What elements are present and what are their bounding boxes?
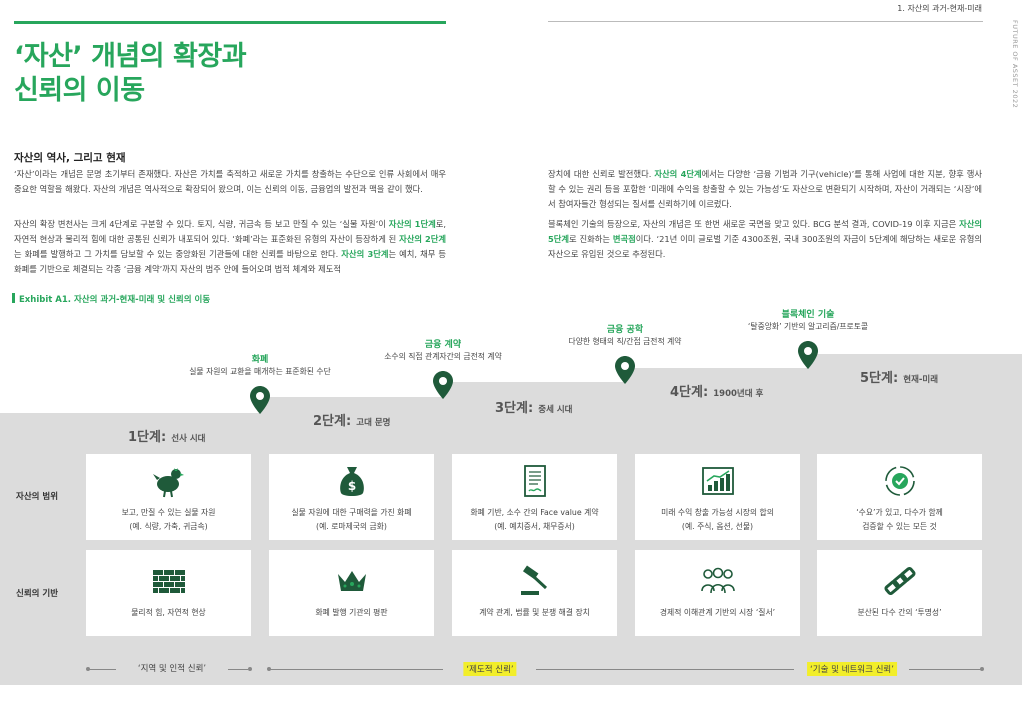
timeline-dot [248,667,252,671]
asset-card-3-line2: (예. 예치증서, 채무증서) [494,522,575,531]
top-rule-right [548,21,983,22]
row-label-trust: 신뢰의 기반 [16,589,59,599]
location-pin-icon [798,341,818,369]
stage-name-2: 금융 계약 [424,340,462,350]
asset-card-1-line2: (예. 식량, 가축, 귀금속) [129,522,208,531]
crown-icon [337,571,366,591]
asset-card-5-line1: ‘수요’가 있고, 다수가 함께 [856,508,943,517]
asset-card-4: 미래 수익 창출 가능성 시장의 합의 (예. 주식, 옵션, 선물) [635,454,800,540]
timeline-line [269,669,443,670]
trust-card-2: 화폐 발행 기관의 평판 [269,550,434,636]
stage-desc-1: 실물 자원의 교환을 매개하는 표준화된 수단 [189,367,331,376]
trust-card-3-text: 계약 관계, 법률 및 분쟁 해결 장치 [479,608,590,617]
page-section-label: 1. 자산의 과거-현재-미래 [897,4,982,13]
location-pin-icon [250,386,270,414]
asset-card-4-line1: 미래 수익 창출 가능성 시장의 합의 [661,508,774,517]
asset-card-2-line2: (예. 로마제국의 금화) [316,522,387,531]
trust-card-5-text: 분산된 다수 간의 ‘투명성’ [857,608,942,617]
trust-card-2-text: 화폐 발행 기관의 평판 [315,608,388,617]
exhibit-title: Exhibit A1. 자산의 과거-현재-미래 및 신뢰의 이동 [12,293,210,305]
timeline-dot [980,667,984,671]
location-pin-icon [433,371,453,399]
trust-card-1-text: 물리적 힘, 자연적 현상 [131,608,206,617]
timeline-line [228,669,248,670]
era-label-1: 1단계: 선사 시대 [128,430,206,445]
asset-card-1-line1: 보고, 만질 수 있는 실물 자원 [121,508,216,517]
trust-card-4: 경제적 이해관계 기반의 시장 ‘질서’ [635,550,800,636]
timeline-line [909,669,981,670]
people-group-icon [700,567,735,594]
svg-text:$: $ [347,479,355,493]
chain-link-icon [883,566,916,596]
trust-label-local: ‘지역 및 인적 신뢰’ [137,664,207,674]
section-heading: 자산의 역사, 그리고 현재 [14,152,126,164]
era-label-5: 5단계: 현재-미래 [860,371,939,386]
chicken-icon [152,468,184,498]
gavel-icon [520,565,547,595]
cycle-check-icon [884,466,915,496]
page-title: ‘자산’ 개념의 확장과 신뢰의 이동 [14,40,247,108]
trust-label-technology: ‘기술 및 네트워크 신뢰’ [807,662,897,676]
right-paragraph-1: 장치에 대한 신뢰로 발전했다. 자산의 4단계에서는 다양한 ‘금융 기법과 … [548,169,983,209]
asset-card-5-line2: 검증할 수 있는 모든 것 [862,522,937,531]
stage-name-1: 화폐 [251,355,269,365]
asset-card-3-line1: 화폐 기반, 소수 간의 Face value 계약 [470,508,599,517]
growth-chart-icon [701,467,734,495]
timeline-line [88,669,116,670]
trust-card-4-text: 경제적 이해관계 기반의 시장 ‘질서’ [659,608,776,617]
contract-document-icon [523,465,546,497]
timeline-line [536,669,794,670]
brick-wall-icon [152,570,185,593]
asset-card-1: 보고, 만질 수 있는 실물 자원 (예. 식량, 가축, 귀금속) [86,454,251,540]
trust-card-3: 계약 관계, 법률 및 분쟁 해결 장치 [452,550,617,636]
top-rule-left [14,21,446,24]
stage-name-3: 금융 공학 [606,325,644,335]
stage-name-4: 블록체인 기술 [781,310,835,320]
money-bag-icon: $ [339,467,364,496]
era-label-3: 3단계: 중세 시대 [495,401,573,416]
stage-desc-3: 다양한 형태의 직/간접 금전적 계약 [568,337,682,346]
trust-label-institutional: ‘제도적 신뢰’ [463,662,517,676]
location-pin-icon [615,356,635,384]
trust-card-5: 분산된 다수 간의 ‘투명성’ [817,550,982,636]
title-line-1: ‘자산’ 개념의 확장과 [14,41,247,72]
asset-card-4-line2: (예. 주식, 옵션, 선물) [681,522,754,531]
row-label-assets: 자산의 범위 [16,492,59,502]
right-paragraph-2: 블록체인 기술의 등장으로, 자산의 개념은 또 한번 새로운 국면을 맞고 있… [548,219,982,259]
trust-card-1: 물리적 힘, 자연적 현상 [86,550,251,636]
asset-card-2-line1: 실물 자원에 대한 구매력을 가진 화폐 [291,508,412,517]
era-label-4: 4단계: 1900년대 후 [670,385,764,400]
side-label: FUTURE OF ASSET 2022 [1011,20,1019,109]
stage-desc-4: ‘탈중앙화’ 기반의 알고리즘/프로토콜 [747,322,869,331]
stage-desc-2: 소수의 직접 관계자간의 금전적 계약 [384,352,502,361]
era-label-2: 2단계: 고대 문명 [313,414,391,429]
title-line-2: 신뢰의 이동 [14,75,145,106]
asset-card-2: $ 실물 자원에 대한 구매력을 가진 화폐 (예. 로마제국의 금화) [269,454,434,540]
left-paragraph-1: ‘자산’이라는 개념은 문명 초기부터 존재했다. 자산은 가치를 축적하고 새… [14,169,446,194]
left-paragraph-2: 자산의 확장 변천사는 크게 4단계로 구분할 수 있다. 토지, 식량, 귀금… [14,219,447,274]
asset-card-3: 화폐 기반, 소수 간의 Face value 계약 (예. 예치증서, 채무증서… [452,454,617,540]
